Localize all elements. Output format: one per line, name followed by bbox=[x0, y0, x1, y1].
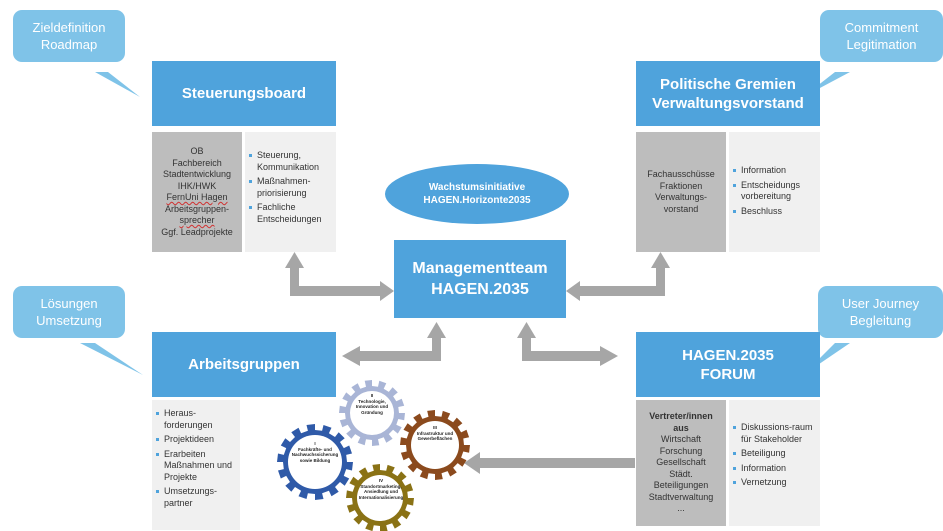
task-item: Entscheidungs vorbereitung bbox=[733, 180, 820, 203]
arrow-head-up-gremien bbox=[651, 252, 670, 268]
bubble-user-journey: User Journey Begleitung bbox=[818, 286, 943, 338]
arrow-body-left-bottom bbox=[360, 338, 441, 361]
gear-center bbox=[411, 421, 459, 469]
member: ... bbox=[677, 503, 685, 514]
task-item: Beschluss bbox=[733, 206, 820, 218]
members-head: aus bbox=[673, 422, 689, 433]
arbeitsgruppen-tasks: Heraus-forderungen Projektideen Erarbeit… bbox=[152, 400, 240, 530]
bubble-line: Lösungen bbox=[40, 296, 98, 311]
task-item: Information bbox=[733, 463, 820, 475]
member: Städt. bbox=[669, 468, 693, 479]
member: Fachbereich bbox=[172, 157, 222, 168]
forum-title: FORUM bbox=[700, 365, 756, 383]
bubble-line: Begleitung bbox=[849, 313, 912, 328]
task-item: Information bbox=[733, 165, 820, 177]
management-line: HAGEN.2035 bbox=[431, 281, 529, 298]
arrow-body-right-top bbox=[580, 268, 665, 296]
gear-center bbox=[288, 435, 342, 489]
arbeitsgruppen-header: Arbeitsgruppen bbox=[152, 332, 336, 397]
bubble-tail-top-left bbox=[95, 72, 140, 97]
gremien-members: Fachausschüsse Fraktionen Verwaltungs- v… bbox=[636, 132, 726, 252]
task-item: Diskussions-raum für Stakeholder bbox=[733, 422, 820, 445]
bubble-line: User Journey bbox=[841, 296, 920, 311]
gremien-header: Politische Gremien Verwaltungsvorstand bbox=[636, 61, 820, 126]
gremien-title: Verwaltungsvorstand bbox=[652, 94, 804, 112]
task-item: Steuerung, Kommunikation bbox=[249, 150, 336, 173]
management-header: Managementteam HAGEN.2035 bbox=[394, 240, 566, 318]
task-item: Heraus-forderungen bbox=[156, 408, 240, 431]
arrow-head-right-management-top bbox=[380, 281, 394, 301]
task-item: Erarbeiten Maßnahmen und Projekte bbox=[156, 449, 240, 484]
arrow-head-left-management-top bbox=[566, 281, 580, 301]
arrow-head-up-steuerung bbox=[285, 252, 304, 268]
task-item: Projektideen bbox=[156, 434, 240, 446]
member: Gesellschaft bbox=[656, 457, 706, 468]
member: Ggf. Leadprojekte bbox=[161, 226, 233, 237]
steuerungsboard-header: Steuerungsboard bbox=[152, 61, 336, 126]
initiative-line: HAGEN.Horizonte2035 bbox=[423, 195, 531, 206]
arrow-head-up-management-right bbox=[517, 322, 536, 338]
member: FernUni Hagen bbox=[166, 192, 228, 202]
member: Stadtentwicklung bbox=[162, 169, 232, 179]
task-item: Fachliche Entscheidungen bbox=[249, 202, 336, 225]
member: IHK/HWK bbox=[177, 180, 217, 191]
bubble-zieldefinition: Zieldefinition Roadmap bbox=[13, 10, 125, 62]
task-item: Maßnahmen-priorisierung bbox=[249, 176, 336, 199]
management-line: Managementteam bbox=[412, 260, 548, 277]
steuerungsboard-title: Steuerungsboard bbox=[181, 85, 307, 102]
member: Stadtverwaltung bbox=[648, 491, 714, 502]
member: Forschung bbox=[659, 445, 703, 456]
gear-label-4: IV Standortmarketing, Ansiedlung und Int… bbox=[355, 478, 407, 500]
bubble-line: Roadmap bbox=[40, 37, 98, 52]
gear-text: I Fachkräfte- und Nachwuchssicherung sow… bbox=[291, 441, 339, 463]
gear-text: III Infrastruktur und Gewerbeflächen bbox=[416, 425, 454, 441]
bubble-loesungen: Lösungen Umsetzung bbox=[13, 286, 125, 338]
member: Fachausschüsse bbox=[647, 169, 715, 179]
initiative-line: Wachstumsinitiative bbox=[428, 182, 526, 193]
bubble-line: Legitimation bbox=[846, 37, 917, 52]
gear-text: IV Standortmarketing, Ansiedlung und Int… bbox=[358, 478, 404, 500]
forum-members: Vertreter/innen aus Wirtschaft Forschung… bbox=[636, 400, 726, 526]
forum-title: HAGEN.2035 bbox=[682, 346, 774, 364]
arrow-head-left-gears bbox=[464, 452, 480, 474]
forum-header: HAGEN.2035 FORUM bbox=[636, 332, 820, 397]
steuerungsboard-members: OB Fachbereich Stadtentwicklung IHK/HWK … bbox=[152, 132, 242, 252]
arbeitsgruppen-title: Arbeitsgruppen bbox=[188, 356, 300, 373]
arrow-head-up-management-left bbox=[427, 322, 446, 338]
bubble-commitment: Commitment Legitimation bbox=[820, 10, 943, 62]
member: Wirtschaft bbox=[660, 434, 701, 445]
bubble-line: Umsetzung bbox=[36, 313, 102, 328]
task-item: Beteiligung bbox=[733, 448, 820, 460]
member: vorstand bbox=[663, 203, 699, 214]
arrow-head-left-arbeitsgruppen bbox=[342, 346, 360, 366]
gear-center bbox=[357, 475, 403, 521]
gear-label-2: II Technologie, Innovation und Gründung bbox=[348, 393, 396, 415]
member: Beteiligungen bbox=[653, 480, 709, 491]
members-head: Vertreter/innen bbox=[649, 411, 713, 422]
member: sprecher bbox=[179, 215, 215, 225]
member: Verwaltungs- bbox=[654, 192, 708, 202]
member: Arbeitsgruppen- bbox=[164, 203, 230, 214]
gremien-title: Politische Gremien bbox=[660, 75, 796, 93]
gear-label-3: III Infrastruktur und Gewerbeflächen bbox=[411, 425, 459, 442]
gear-text: II Technologie, Innovation und Gründung bbox=[355, 393, 389, 415]
member: OB bbox=[190, 146, 204, 156]
forum-tasks: Diskussions-raum für Stakeholder Beteili… bbox=[729, 400, 820, 526]
gremien-tasks: Information Entscheidungs vorbereitung B… bbox=[729, 132, 820, 252]
arrow-head-right-forum bbox=[600, 346, 618, 366]
bubble-tail-mid-left bbox=[80, 343, 143, 375]
task-item: Umsetzungs-partner bbox=[156, 486, 240, 509]
member: Fraktionen bbox=[659, 180, 703, 191]
steuerungsboard-tasks: Steuerung, Kommunikation Maßnahmen-prior… bbox=[245, 132, 336, 252]
bubble-line: Zieldefinition bbox=[32, 20, 106, 35]
gear-center bbox=[350, 391, 394, 435]
task-item: Vernetzung bbox=[733, 477, 820, 489]
arrow-body-left-top bbox=[290, 268, 380, 296]
arrow-body-forum-gears bbox=[480, 458, 635, 468]
arrow-body-right-bottom bbox=[522, 338, 600, 361]
initiative-ellipse: Wachstumsinitiative HAGEN.Horizonte2035 bbox=[385, 164, 569, 224]
gear-label-1: I Fachkräfte- und Nachwuchssicherung sow… bbox=[289, 441, 341, 463]
bubble-line: Commitment bbox=[844, 20, 919, 35]
